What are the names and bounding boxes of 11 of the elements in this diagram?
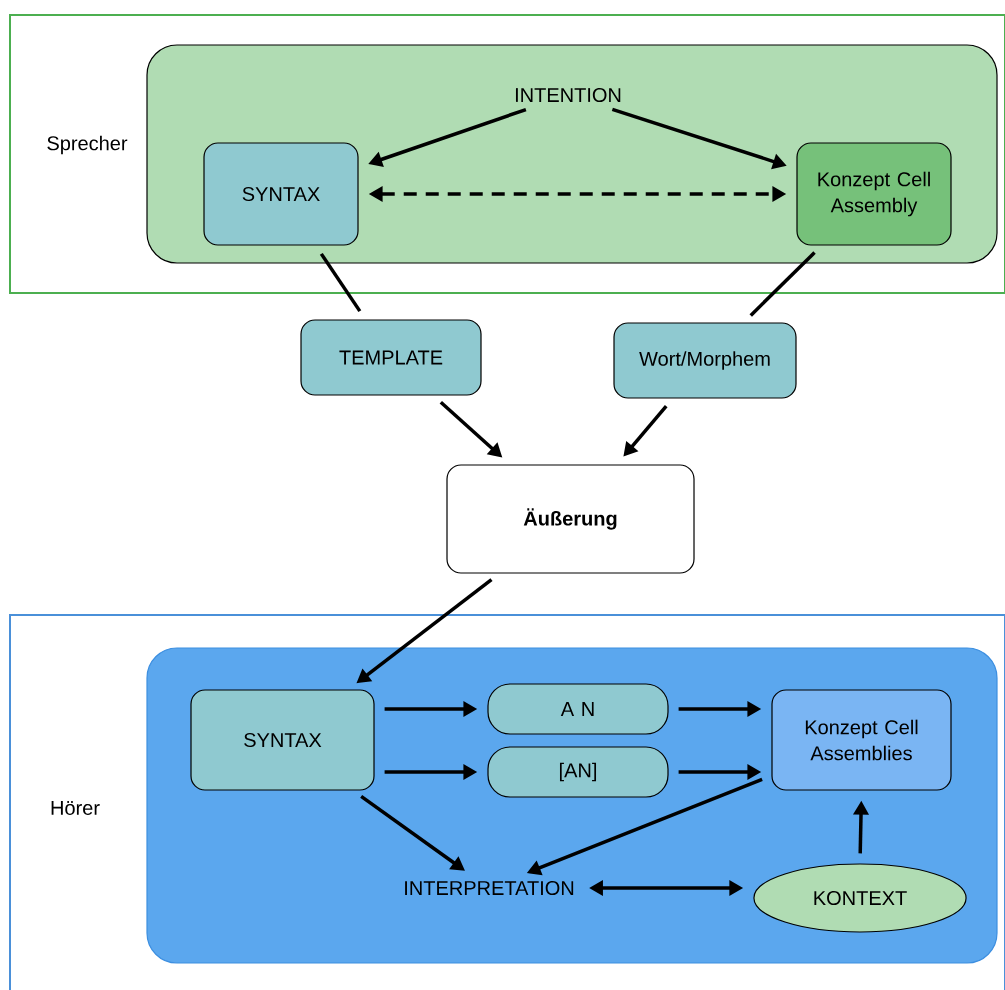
- process-box: SYNTAX: [190, 689, 375, 791]
- process-label: INTENTION: [515, 87, 621, 103]
- utterance-box: Äußerung: [446, 464, 695, 574]
- concept-box: Konzept Cell Assemblies: [771, 689, 952, 791]
- concept-box: Konzept Cell Assembly: [796, 142, 952, 246]
- process-box: Wort/Morphem: [613, 322, 797, 399]
- process-box: TEMPLATE: [300, 319, 482, 396]
- process-box: A N: [487, 683, 669, 735]
- process-box: [AN]: [487, 746, 669, 798]
- process-box: SYNTAX: [203, 142, 359, 246]
- process-label: INTERPRETATION: [405, 880, 574, 896]
